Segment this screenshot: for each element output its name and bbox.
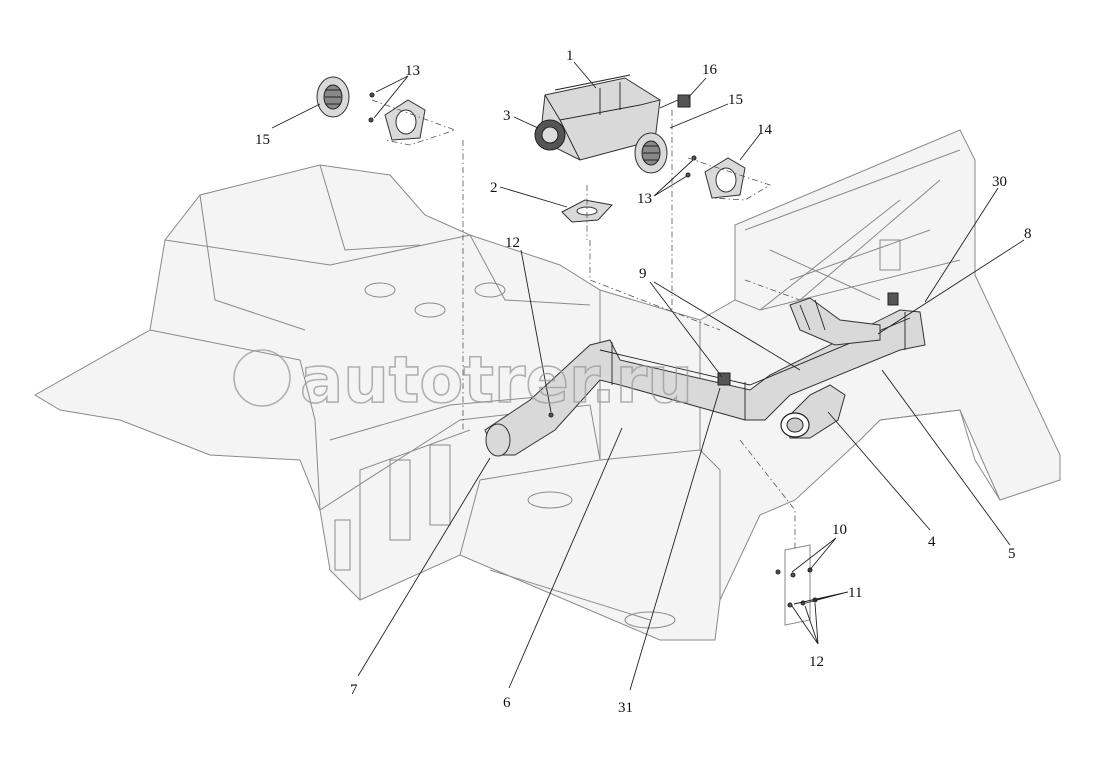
- callout-16: 16: [702, 62, 718, 78]
- callout-31: 31: [618, 700, 633, 716]
- callout-15: 15: [255, 132, 270, 148]
- callout-10: 10: [832, 522, 847, 538]
- callout-9: 9: [639, 266, 647, 282]
- air-outlet-right: [634, 132, 746, 199]
- callout-8: 8: [1024, 226, 1032, 242]
- callout-1: 1: [566, 48, 574, 64]
- callout-13: 13: [405, 63, 420, 79]
- leader-lines: [271, 61, 1025, 691]
- callout-5: 5: [1008, 546, 1016, 562]
- air-duct-system: [484, 292, 926, 457]
- watermark-text: autotrer.ru: [300, 344, 693, 418]
- callout-6: 6: [503, 695, 511, 711]
- callout-30: 30: [992, 174, 1007, 190]
- air-outlet-left: [316, 76, 426, 141]
- callout-3: 3: [503, 108, 511, 124]
- callout-13: 13: [637, 191, 652, 207]
- callout-2: 2: [490, 180, 498, 196]
- callout-11: 11: [848, 585, 862, 601]
- callout-12: 12: [809, 654, 824, 670]
- callout-labels: 1 16 15 3 14 13 15 2 13 12 9 30 8 4 5 10…: [255, 48, 1032, 716]
- heater-unit: [534, 74, 691, 161]
- callout-12: 12: [505, 235, 520, 251]
- assembly-lines: [371, 99, 801, 550]
- watermark: autotrer.ru: [233, 343, 694, 419]
- callout-4: 4: [928, 534, 936, 550]
- callout-15: 15: [728, 92, 743, 108]
- mounting-gasket: [561, 199, 613, 223]
- callout-14: 14: [757, 122, 773, 138]
- callout-7: 7: [350, 682, 358, 698]
